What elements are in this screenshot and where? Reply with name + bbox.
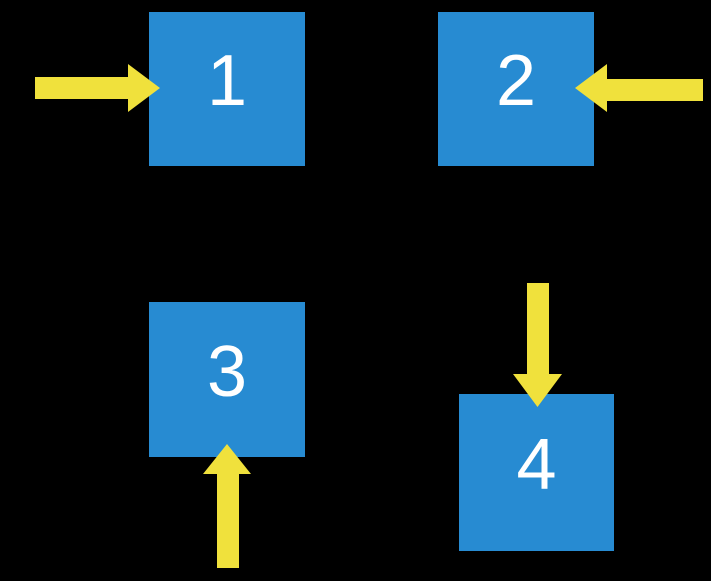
arrow-right-icon (35, 64, 160, 112)
square-2: 2 (438, 12, 594, 166)
square-4-label: 4 (516, 424, 557, 505)
square-4: 4 (459, 394, 614, 551)
square-1: 1 (149, 12, 305, 166)
arrow-left-icon (575, 64, 703, 112)
square-3: 3 (149, 302, 305, 457)
square-2-label: 2 (495, 41, 537, 121)
square-3-label: 3 (206, 331, 248, 412)
square-1-label: 1 (206, 41, 248, 121)
arrow-down-icon (513, 283, 562, 407)
arrow-up-icon (203, 444, 251, 568)
